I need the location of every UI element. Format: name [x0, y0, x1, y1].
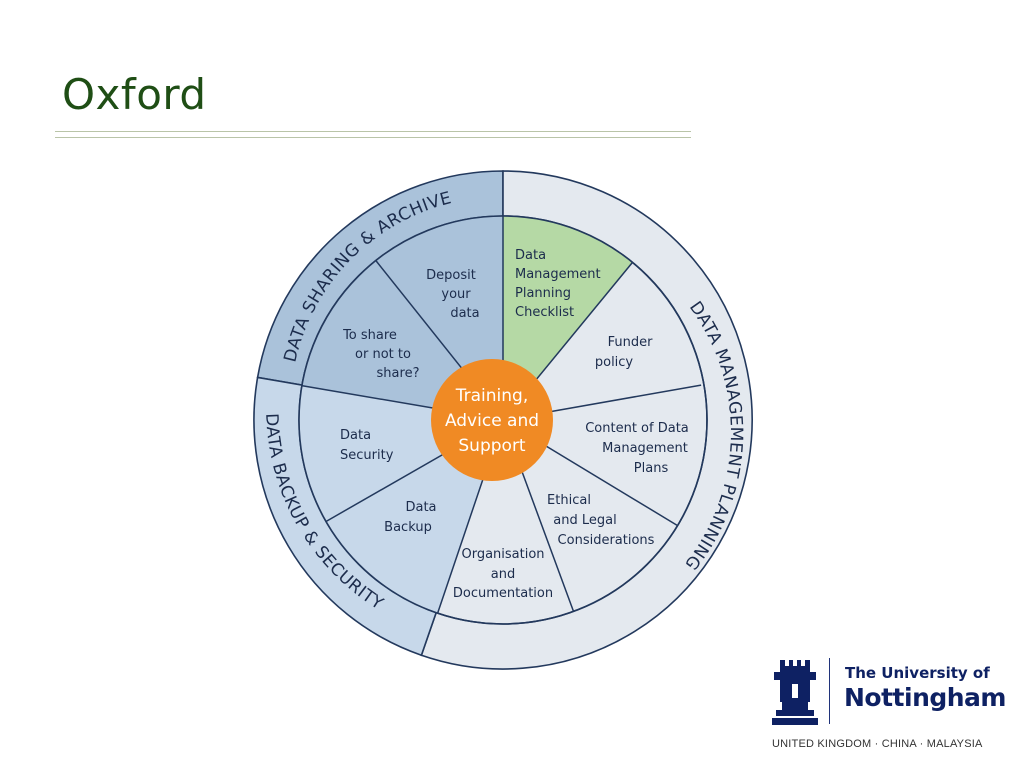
svg-text:Checklist: Checklist: [515, 305, 574, 320]
label-content: Content of Data Management Plans: [585, 421, 689, 476]
svg-text:Data: Data: [515, 248, 546, 263]
svg-text:Data: Data: [340, 428, 371, 443]
svg-text:Management: Management: [602, 441, 688, 456]
svg-text:and Legal: and Legal: [553, 513, 616, 528]
svg-text:Security: Security: [340, 448, 394, 463]
svg-text:Backup: Backup: [384, 520, 432, 535]
svg-text:Planning: Planning: [515, 286, 571, 301]
svg-text:Deposit: Deposit: [426, 268, 476, 283]
svg-text:Ethical: Ethical: [547, 493, 591, 508]
logo-line-1: The University of: [845, 664, 990, 682]
center-line-1: Training,: [455, 386, 528, 406]
label-organisation: Organisation and Documentation: [453, 547, 553, 601]
castle-emblem-icon: [772, 660, 818, 725]
svg-text:Data: Data: [405, 500, 436, 515]
svg-text:data: data: [450, 306, 479, 321]
svg-text:share?: share?: [377, 366, 420, 381]
label-deposit: Deposit your data: [426, 268, 480, 321]
label-dmp-checklist: Data Management Planning Checklist: [515, 248, 601, 320]
svg-text:Management: Management: [515, 267, 601, 282]
svg-text:Content of Data: Content of Data: [585, 421, 689, 436]
svg-text:or not to: or not to: [355, 347, 411, 362]
segment-dmp-checklist: [503, 216, 633, 420]
logo-line-2: Nottingham: [844, 683, 1006, 712]
svg-text:Organisation: Organisation: [461, 547, 544, 562]
svg-text:To share: To share: [342, 328, 397, 343]
svg-text:Funder: Funder: [608, 335, 653, 350]
center-hub: [431, 359, 553, 481]
label-ethical: Ethical and Legal Considerations: [547, 493, 655, 548]
svg-text:and: and: [491, 567, 515, 582]
title-rule: [55, 131, 691, 138]
svg-text:Considerations: Considerations: [558, 533, 655, 548]
center-line-2: Advice and: [445, 411, 539, 431]
svg-text:Plans: Plans: [634, 461, 669, 476]
label-security: Data Security: [340, 428, 394, 463]
label-funder: Funder policy: [595, 335, 653, 370]
logo-divider: [829, 658, 830, 724]
svg-text:policy: policy: [595, 355, 634, 370]
center-line-3: Support: [458, 436, 526, 456]
university-logo: The University of Nottingham UNITED KING…: [772, 656, 1008, 756]
slide-title: Oxford: [62, 70, 207, 119]
label-backup: Data Backup: [384, 500, 436, 535]
label-share: To share or not to share?: [342, 328, 419, 381]
svg-text:your: your: [441, 287, 471, 302]
svg-text:Documentation: Documentation: [453, 586, 553, 601]
logo-tagline: UNITED KINGDOM · CHINA · MALAYSIA: [772, 738, 983, 750]
